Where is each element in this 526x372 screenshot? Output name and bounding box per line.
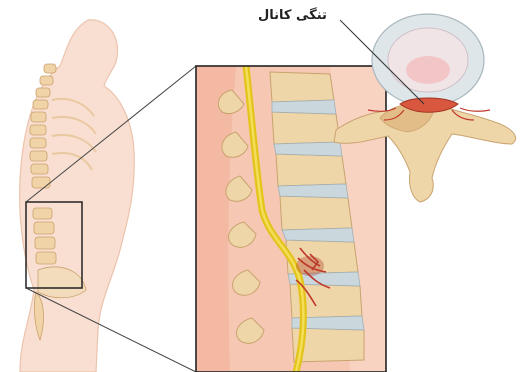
stenosis-label: تنگی کانال: [258, 8, 358, 23]
body-silhouette: [20, 20, 135, 372]
spine-closeup-inset: [196, 66, 386, 372]
